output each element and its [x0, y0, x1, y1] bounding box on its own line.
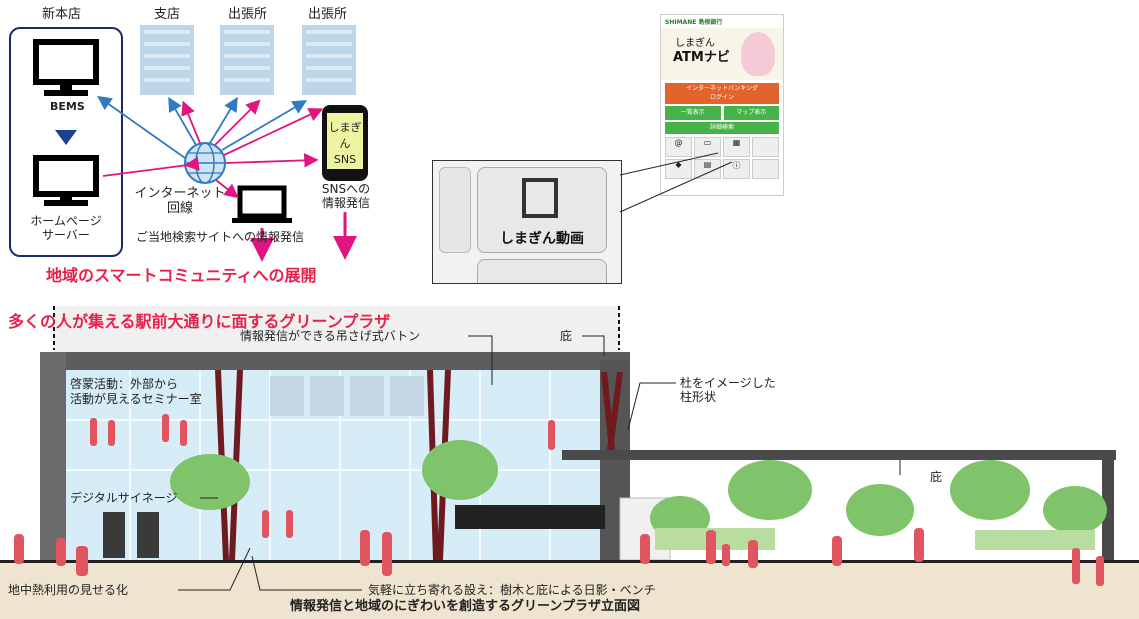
ground-soil: [0, 563, 1139, 619]
planters: [655, 528, 1095, 550]
roof-parapet: [54, 306, 620, 354]
homepage-server-label: ホームページ サーバー: [30, 214, 102, 242]
sns-screen-text: しまぎん SNS: [328, 121, 362, 166]
blank-icon[interactable]: [752, 137, 779, 157]
leader-lines: [178, 335, 901, 591]
zoom-video-label: しまぎん動画: [500, 231, 584, 247]
smartphone-icon: [322, 105, 368, 181]
ground-line: [0, 560, 1139, 563]
phone-app-screen: SHIMANE 島根銀行 しまぎん ATMナビ インターネットバンキング ログイ…: [660, 14, 784, 196]
main-office-box: [9, 27, 123, 257]
bems-label: BEMS: [50, 100, 85, 113]
sns-label: SNSへの 情報発信: [321, 182, 371, 210]
elevation-caption: 情報発信と地域のにぎわいを創造するグリーンプラザ立面図: [290, 599, 640, 614]
app-title-2: ATMナビ: [673, 50, 730, 65]
geothermal-label: 地中熱利用の見せる化: [8, 583, 129, 597]
doc-icon[interactable]: ▤: [694, 159, 721, 179]
bems-monitor-icon: [33, 39, 99, 96]
list-view-button[interactable]: 一覧表示: [665, 106, 721, 120]
blank-icon-2[interactable]: [752, 159, 779, 179]
smart-community-title: 地域のスマートコミュニティへの展開: [46, 266, 317, 285]
right-canopy-post: [1102, 450, 1114, 560]
diamond-icon[interactable]: ◆: [665, 159, 692, 179]
batten-label: 情報発信ができる吊さげ式バトン: [240, 329, 421, 343]
internet-label: インターネット 回線: [134, 186, 226, 216]
network-arrows: [97, 95, 357, 262]
branch-label: 支店: [154, 7, 181, 22]
interior-panels: [270, 376, 424, 416]
film-icon: [522, 178, 558, 218]
branch-building-icon: [140, 25, 194, 95]
app-hero: しまぎん ATMナビ: [661, 28, 783, 80]
info-icon[interactable]: ⓘ: [723, 159, 750, 179]
map-view-button[interactable]: マップ表示: [723, 106, 779, 120]
seminar-label: 啓蒙活動：外部から 活動が見えるセミナー室: [70, 377, 202, 406]
mascot-icon: [741, 32, 775, 76]
server-monitor-icon: [33, 155, 99, 206]
building-roof-band: [40, 352, 630, 370]
outpost1-building-icon: [220, 25, 274, 95]
entrance-dark: [455, 505, 605, 529]
tree-canopies: [170, 440, 1107, 540]
video-icon[interactable]: ▦: [723, 137, 750, 157]
people-figures: [14, 414, 1104, 586]
zoom-box: しまぎん動画: [432, 160, 622, 284]
zoom-bottom-tile: [477, 259, 607, 283]
pc-icon[interactable]: ▭: [694, 137, 721, 157]
digital-signage-left: [103, 512, 125, 558]
pillar-label: 杜をイメージした 柱形状: [680, 376, 776, 404]
main-office-label: 新本店: [42, 7, 82, 22]
digital-signage-right: [137, 512, 159, 558]
app-icon-grid: @ ▭ ▦ ◆ ▤ ⓘ: [665, 137, 779, 179]
elevation-heading: 多くの人が集える駅前大通りに面するグリーンプラザ: [8, 312, 391, 331]
app-title-1: しまぎん: [675, 38, 715, 49]
laptop-icon: [232, 185, 292, 223]
search-button[interactable]: 詳細検索: [665, 122, 779, 134]
outpost1-label: 出張所: [228, 7, 268, 22]
app-brand: SHIMANE 島根銀行: [665, 19, 723, 26]
internet-banking-button[interactable]: インターネットバンキング ログイン: [665, 83, 779, 104]
outpost2-building-icon: [302, 25, 356, 95]
outpost2-label: 出張所: [308, 7, 348, 22]
zoom-video-button[interactable]: しまぎん動画: [477, 167, 607, 253]
bench-label: 気軽に立ち寄れる設え：樹木と庇による日影・ベンチ: [368, 583, 656, 597]
zoom-left-tile: [439, 167, 471, 253]
local-search-label: ご当地検索サイトへの情報発信: [136, 230, 305, 244]
eaves-top-label: 庇: [560, 329, 573, 343]
signage-label: デジタルサイネージ: [70, 491, 178, 505]
at-icon[interactable]: @: [665, 137, 692, 157]
building-left-wall: [40, 352, 66, 560]
eaves-right-label: 庇: [930, 470, 943, 484]
right-canopy: [562, 450, 1116, 460]
down-triangle-icon: [55, 130, 77, 145]
